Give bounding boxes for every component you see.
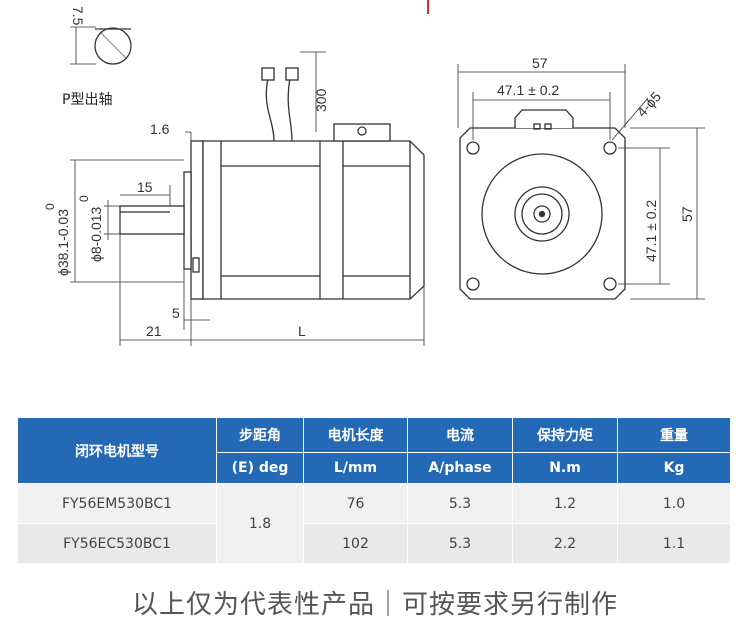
front-hole-spacing-v: 47.1 ± 0.2 [643,200,659,262]
header-torque: 保持力矩 [512,417,618,453]
unit-current: A/phase [407,452,513,484]
cell-torque: 1.2 [512,483,618,524]
cell-current: 5.3 [407,523,513,564]
motor-side-view [119,67,425,300]
table-row: FY56EM530BC1 1.8 76 5.3 1.2 1.0 [17,483,731,564]
cell-length: 102 [303,523,408,564]
cell-torque: 2.2 [512,523,618,564]
motor-drawing: 7.5 [43,0,705,346]
cell-model: FY56EC530BC1 [17,523,217,564]
shaft-flat-dim: 7.5 [70,6,86,26]
unit-weight: Kg [617,452,731,484]
footer-note: 以上仅为代表性产品｜可按要求另行制作 [131,590,618,620]
unit-step-angle: (E) deg [216,452,304,484]
front-hole-spacing-h: 47.1 ± 0.2 [497,82,559,98]
shaft-type-caption: P型出轴 [62,92,113,108]
header-current: 电流 [407,417,513,453]
shaft-length-dim: 15 [137,179,153,195]
shaft-total-dim: 21 [146,323,162,339]
table-header-row: 闭环电机型号 步距角 电机长度 电流 保持力矩 重量 [17,417,731,484]
unit-torque: N.m [512,452,618,484]
front-view-dimensions [457,64,705,300]
front-width-dim: 57 [532,55,548,71]
unit-length: L/mm [303,452,408,484]
header-model: 闭环电机型号 [17,417,217,484]
front-holes-dim: 4-ϕ5 [633,88,664,120]
header-weight: 重量 [617,417,731,453]
boss-dia-tol: 0 [43,203,57,210]
boss-length-dim: 5 [172,305,180,321]
cell-length: 76 [303,483,408,524]
boss-dia-dim: ϕ38.1-0.03 [55,209,71,276]
cell-model: FY56EM530BC1 [17,483,217,524]
front-height-dim: 57 [679,206,695,222]
table-unit-row: (E) deg L/mm A/phase N.m Kg [18,452,731,484]
flange-thickness-dim: 1.6 [150,121,170,137]
side-view-dimensions [70,51,425,346]
shaft-detail: 7.5 [70,6,132,65]
cell-weight: 1.1 [617,523,731,564]
spec-table: 闭环电机型号 步距角 电机长度 电流 保持力矩 重量 (E) deg L/mm … [17,417,731,564]
table-row: FY56EC530BC1 102 5.3 2.2 1.1 [17,523,731,564]
lead-length-dim: 300 [313,88,329,112]
header-step-angle: 步距角 [216,417,304,453]
cell-weight: 1.0 [617,483,731,524]
header-length: 电机长度 [303,417,408,453]
motor-front-view [459,109,626,300]
shaft-dia-dim: ϕ8-0.013 [88,206,104,262]
cell-current: 5.3 [407,483,513,524]
shaft-dia-tol: 0 [77,195,91,202]
body-length-dim: L [298,323,306,339]
cell-step-angle: 1.8 [216,483,304,564]
